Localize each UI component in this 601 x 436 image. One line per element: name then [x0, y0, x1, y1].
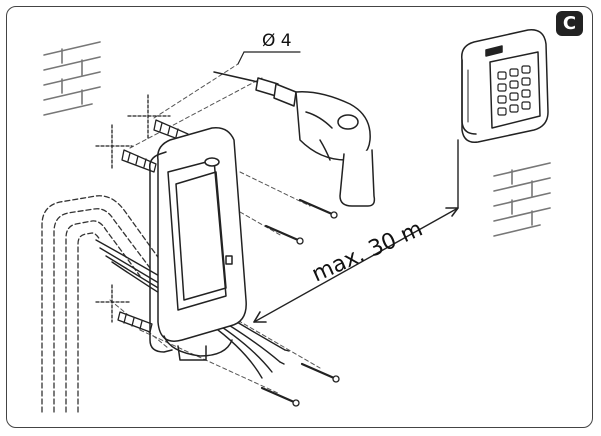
diagram-frame: [6, 6, 593, 428]
drill-icon: [213, 71, 376, 207]
wall-anchor-icon: [95, 94, 189, 333]
keypad-housing: [148, 127, 247, 361]
screw-icon: [260, 198, 340, 407]
distance-arrow: [253, 139, 459, 323]
drill-diameter-label: Ø 4: [262, 31, 292, 51]
wall-conduit: [41, 195, 161, 413]
brick-wall-left-icon: [43, 41, 101, 116]
panel-label-badge: C: [556, 11, 583, 36]
keypad-device-icon: [461, 29, 549, 143]
brick-wall-right-icon: [493, 162, 551, 237]
distance-label: max. 30 m: [308, 217, 426, 288]
